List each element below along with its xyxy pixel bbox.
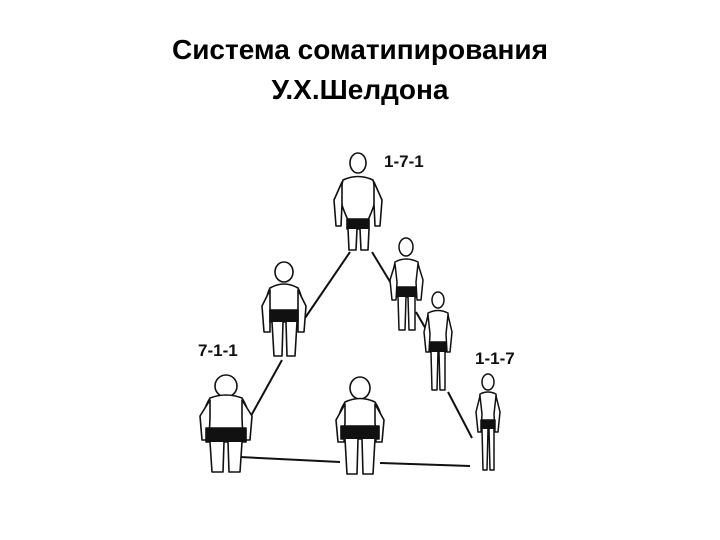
trunks — [269, 309, 299, 323]
figure-upper-left — [261, 261, 307, 357]
right-arm — [445, 314, 453, 353]
legs — [347, 228, 370, 251]
edge-bottom-right — [379, 462, 471, 467]
left-arm — [423, 314, 431, 353]
figure-right-upper — [389, 237, 424, 331]
edge-top-right-lower — [447, 391, 473, 439]
trunks — [480, 419, 496, 430]
left-arm — [261, 289, 271, 333]
figure-bottom-center — [335, 376, 385, 475]
head — [349, 376, 371, 400]
legs — [430, 351, 446, 391]
legs — [397, 296, 416, 331]
trunks — [429, 341, 447, 353]
slide-title: Система соматипирования У.Х.Шелдона — [0, 30, 720, 110]
torso — [338, 175, 378, 221]
figure-right-middle — [423, 291, 453, 391]
title-line-1: Система соматипирования — [172, 34, 548, 65]
left-arm — [389, 263, 398, 301]
head — [349, 152, 367, 174]
label-top: 1-7-1 — [384, 152, 424, 171]
trunks — [346, 218, 370, 230]
trunks — [205, 427, 247, 443]
figure-endomorph-left — [199, 374, 253, 473]
head — [398, 237, 414, 257]
head — [481, 373, 495, 391]
head — [214, 374, 238, 398]
head — [274, 261, 294, 283]
legs — [481, 428, 495, 471]
legs — [209, 441, 243, 473]
left-arm — [333, 181, 343, 227]
torso — [265, 283, 304, 313]
edge-bottom-left — [239, 456, 341, 463]
edge-top-right-upper — [371, 251, 393, 286]
label-right: 1-1-7 — [475, 349, 515, 368]
edge-top-left-upper — [304, 251, 351, 319]
trunks — [396, 286, 417, 298]
title-line-2: У.Х.Шелдона — [271, 74, 449, 105]
legs — [271, 321, 298, 357]
right-arm — [415, 263, 424, 301]
head — [431, 291, 445, 309]
right-arm — [297, 289, 307, 333]
label-left: 7-1-1 — [198, 341, 238, 360]
trunks — [340, 425, 380, 440]
figure-ectomorph-right — [475, 373, 501, 471]
legs — [344, 438, 376, 475]
right-arm — [373, 181, 383, 227]
figure-mesomorph-top — [333, 152, 383, 251]
